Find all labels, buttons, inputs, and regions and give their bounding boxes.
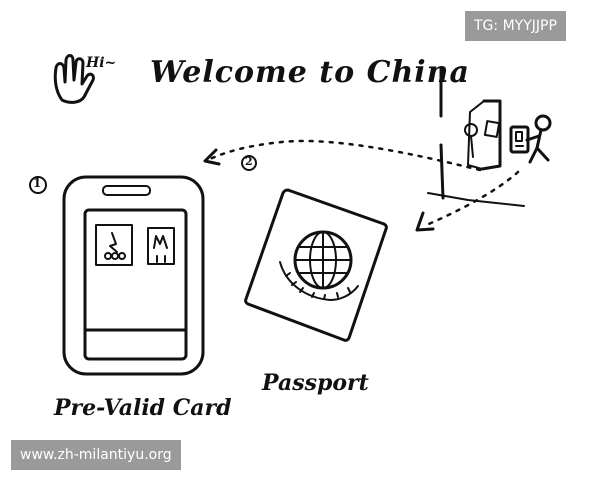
globe-icon: [293, 230, 353, 290]
dashed-arrow-down: [415, 170, 520, 232]
waving-hand-icon: [53, 54, 95, 104]
site-watermark: www.zh-milantiyu.org: [11, 440, 181, 470]
traveler-icon: [509, 114, 552, 164]
phone-illustration: [62, 175, 205, 376]
door-icon: [464, 99, 502, 171]
step-2-number: 2: [245, 155, 253, 168]
card-label: Pre-Valid Card: [54, 395, 232, 421]
step-1-number: 1: [33, 176, 42, 190]
tg-watermark: TG: MYYJJPP: [465, 11, 566, 41]
step-2-circle: [241, 155, 257, 171]
dashed-arrow-to-card: [203, 139, 482, 172]
welcome-headline: Welcome to China: [150, 55, 470, 90]
passport-label: Passport: [262, 370, 369, 396]
step-1-circle: [29, 176, 47, 194]
border-gate: [427, 68, 525, 207]
hi-text: Hi~: [86, 55, 117, 71]
passport-illustration: [244, 188, 388, 342]
